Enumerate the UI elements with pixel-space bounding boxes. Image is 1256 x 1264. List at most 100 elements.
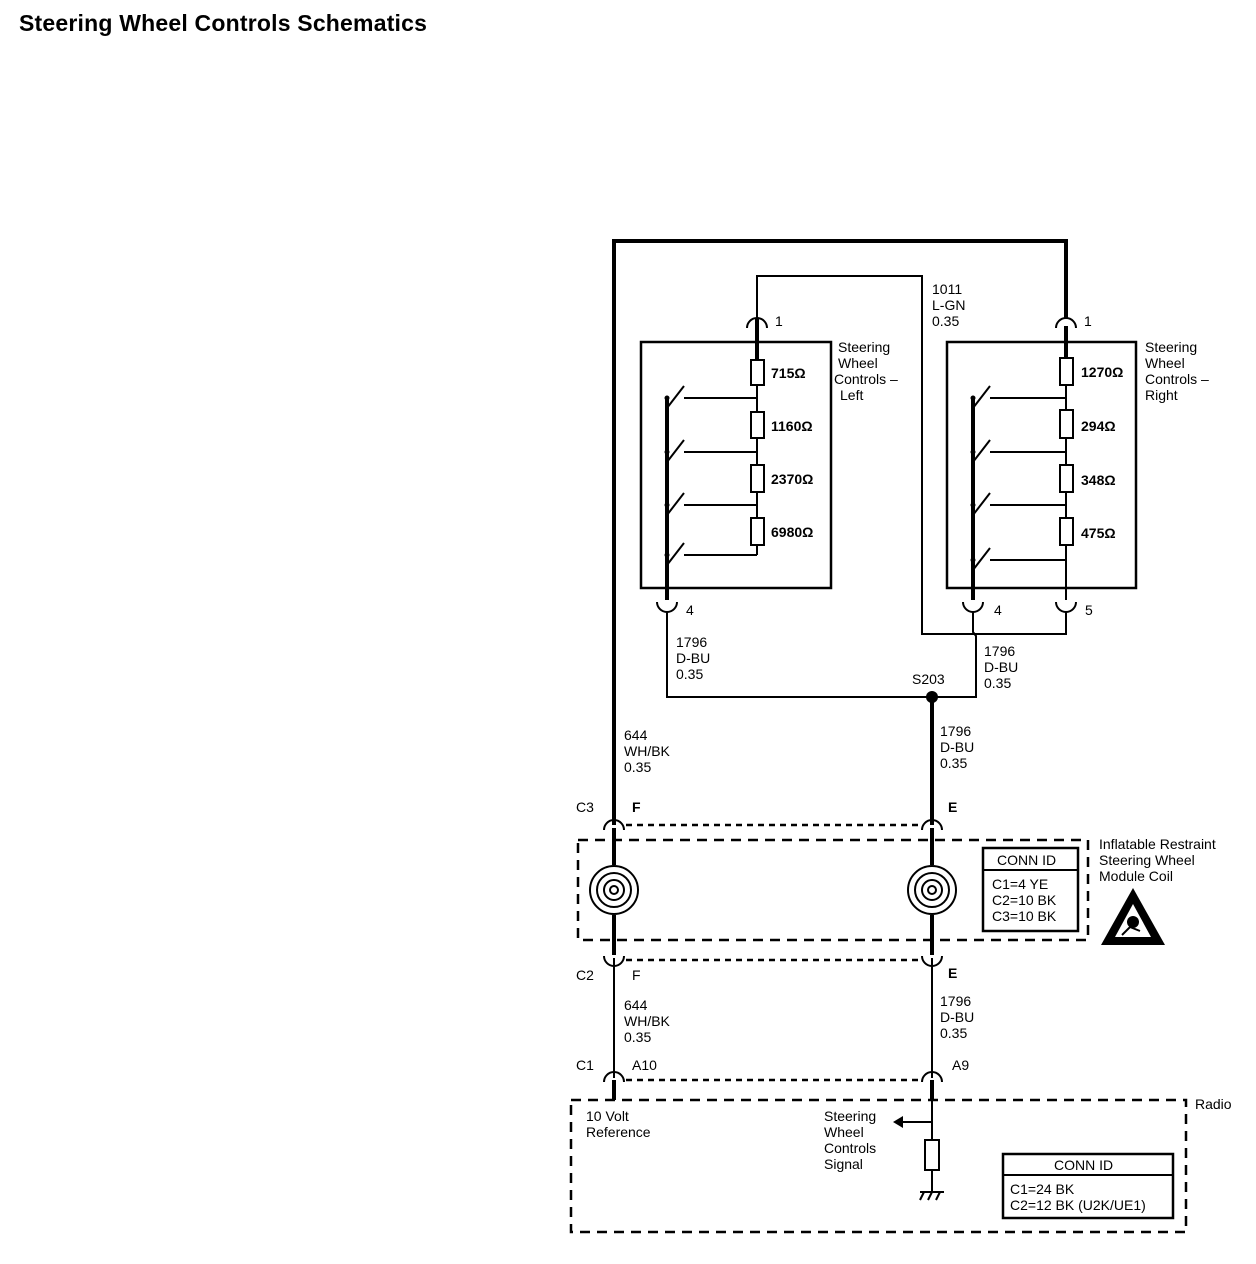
left-bottom-pin: 4 — [686, 602, 694, 618]
svg-text:1796: 1796 — [940, 993, 971, 1009]
svg-text:Steering: Steering — [824, 1108, 876, 1124]
wire-1011 — [756, 275, 1067, 635]
left-switch-label: Steering Wheel Controls – Left — [834, 339, 898, 403]
left-res-2: 1160Ω — [771, 418, 813, 434]
svg-text:CONN ID: CONN ID — [997, 852, 1056, 868]
c2-label: C2 — [576, 967, 594, 983]
right-bottom-pin-5: 5 — [1085, 602, 1093, 618]
svg-text:0.35: 0.35 — [984, 675, 1011, 691]
svg-text:0.35: 0.35 — [676, 666, 703, 682]
radio-conn-id-table: CONN ID C1=24 BK C2=12 BK (U2K/UE1) — [1001, 1152, 1175, 1220]
svg-text:Controls –: Controls – — [1145, 371, 1209, 387]
svg-text:0.35: 0.35 — [624, 759, 651, 775]
svg-text:Wheel: Wheel — [838, 355, 878, 371]
coil-module-label: Inflatable Restraint Steering Wheel Modu… — [1099, 836, 1216, 884]
radio-signal-label: Steering Wheel Controls Signal — [824, 1108, 876, 1172]
svg-text:10 Volt: 10 Volt — [586, 1108, 629, 1124]
left-switches — [664, 385, 685, 566]
radio-pulldown-resistor — [924, 1139, 940, 1171]
right-res-1: 1270Ω — [1081, 364, 1123, 380]
radio-reference-label: 10 Volt Reference — [586, 1108, 651, 1140]
svg-text:Controls –: Controls – — [834, 371, 898, 387]
svg-text:644: 644 — [624, 997, 648, 1013]
svg-text:644: 644 — [624, 727, 648, 743]
splice-s203 — [926, 691, 938, 703]
left-top-connector — [746, 317, 768, 329]
c3-label: C3 — [576, 799, 594, 815]
right-res-4: 475Ω — [1081, 525, 1116, 541]
svg-text:0.35: 0.35 — [940, 1025, 967, 1041]
right-bottom-connector-5 — [1055, 601, 1077, 613]
switch-box-left — [639, 340, 833, 590]
svg-text:Signal: Signal — [824, 1156, 863, 1172]
svg-text:1796: 1796 — [676, 634, 707, 650]
svg-text:1796: 1796 — [984, 643, 1015, 659]
wire-label-1011: 1011 L-GN 0.35 — [932, 281, 965, 329]
coil-conn-id-table: CONN ID C1=4 YE C2=10 BK C3=10 BK — [981, 846, 1080, 933]
wire-label-644-lower: 644 WH/BK 0.35 — [624, 997, 671, 1045]
svg-text:0.35: 0.35 — [940, 755, 967, 771]
wire-label-1796-right: 1796 D-BU 0.35 — [984, 643, 1018, 691]
right-top-connector — [1055, 317, 1077, 329]
c3-pin-f: F — [632, 799, 641, 815]
svg-text:Steering: Steering — [1145, 339, 1197, 355]
right-switches — [970, 385, 991, 571]
svg-text:C1=24 BK: C1=24 BK — [1010, 1181, 1075, 1197]
radio-box — [569, 1098, 1188, 1234]
clockspring-coil-left — [589, 865, 639, 915]
svg-text:D-BU: D-BU — [940, 739, 974, 755]
left-res-1: 715Ω — [771, 365, 806, 381]
wire-label-1796-left: 1796 D-BU 0.35 — [676, 634, 710, 682]
right-top-pin: 1 — [1084, 313, 1092, 329]
c1-pin-a9: A9 — [952, 1057, 969, 1073]
c1-connector-a9 — [921, 1071, 943, 1083]
c3-connector-e — [921, 819, 943, 831]
left-resistor-ladder — [750, 359, 765, 546]
wire-label-1796-lower: 1796 D-BU 0.35 — [940, 993, 974, 1041]
right-resistor-ladder — [1059, 357, 1074, 546]
svg-text:Inflatable Restraint: Inflatable Restraint — [1099, 836, 1216, 852]
svg-text:D-BU: D-BU — [676, 650, 710, 666]
svg-text:Module Coil: Module Coil — [1099, 868, 1173, 884]
svg-text:Right: Right — [1145, 387, 1178, 403]
right-bottom-pin-4: 4 — [994, 602, 1002, 618]
c2-pin-f: F — [632, 967, 641, 983]
svg-text:1011: 1011 — [932, 281, 962, 297]
page-title: Steering Wheel Controls Schematics — [19, 10, 428, 36]
radio-label: Radio — [1195, 1096, 1232, 1112]
clockspring-coil-right — [907, 865, 957, 915]
wire-label-644-upper: 644 WH/BK 0.35 — [624, 727, 671, 775]
svg-text:Steering: Steering — [838, 339, 890, 355]
svg-text:Left: Left — [840, 387, 863, 403]
svg-text:Controls: Controls — [824, 1140, 876, 1156]
c2-pin-e: E — [948, 965, 957, 981]
left-res-3: 2370Ω — [771, 471, 813, 487]
svg-text:Steering Wheel: Steering Wheel — [1099, 852, 1195, 868]
right-res-2: 294Ω — [1081, 418, 1116, 434]
wire-1796-left — [666, 612, 932, 698]
wire-644-top-loop — [612, 239, 1068, 825]
svg-text:C2=12 BK (U2K/UE1): C2=12 BK (U2K/UE1) — [1010, 1197, 1146, 1213]
wire-1796-right — [932, 612, 977, 698]
svg-text:WH/BK: WH/BK — [624, 1013, 671, 1029]
svg-text:Wheel: Wheel — [824, 1124, 864, 1140]
right-switch-label: Steering Wheel Controls – Right — [1145, 339, 1209, 403]
svg-text:L-GN: L-GN — [932, 297, 965, 313]
c1-pin-a10: A10 — [632, 1057, 657, 1073]
coil-module-box — [576, 838, 1090, 942]
splice-label: S203 — [912, 671, 945, 687]
svg-text:1796: 1796 — [940, 723, 971, 739]
ground-icon — [919, 1191, 944, 1201]
airbag-warning-icon — [1101, 888, 1165, 945]
left-res-4: 6980Ω — [771, 524, 813, 540]
svg-text:0.35: 0.35 — [932, 313, 959, 329]
c1-label: C1 — [576, 1057, 594, 1073]
svg-text:Wheel: Wheel — [1145, 355, 1185, 371]
c1-connector-a10 — [603, 1071, 625, 1083]
signal-arrow-head — [893, 1116, 903, 1128]
left-bottom-connector — [656, 601, 678, 613]
right-res-3: 348Ω — [1081, 472, 1116, 488]
svg-text:WH/BK: WH/BK — [624, 743, 671, 759]
right-bottom-connector-4 — [962, 601, 984, 613]
